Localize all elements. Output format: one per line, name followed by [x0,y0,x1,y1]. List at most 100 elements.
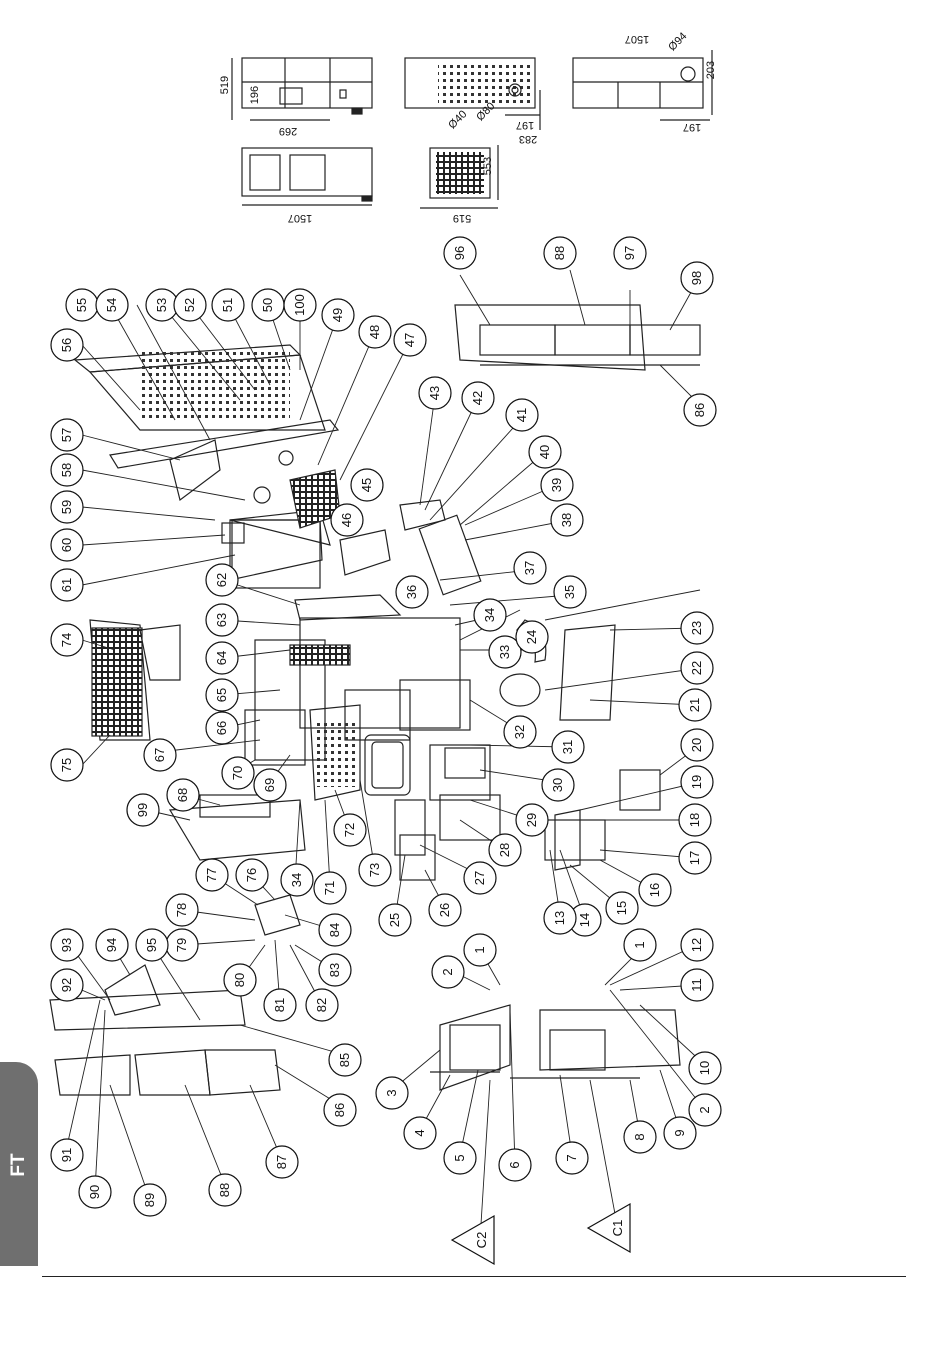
part-callout: 11 [680,968,714,1002]
part-number: 33 [497,645,512,659]
part-number: 86 [692,403,707,417]
part-number: 88 [217,1183,232,1197]
part-number: 90 [87,1185,102,1199]
part-number: 18 [687,813,702,827]
part-number: 7 [564,1154,579,1161]
part-callout: 63 [205,603,239,637]
part-callout: 79 [165,928,199,962]
part-callout: 8 [623,1120,657,1154]
part-callout: 67 [143,738,177,772]
part-callout: 34 [473,598,507,632]
part-number: 87 [274,1155,289,1169]
part-callout: 16 [638,873,672,907]
dimension-label: 519 [219,76,231,94]
part-callout: 30 [541,768,575,802]
part-number: 74 [59,633,74,647]
part-callout: 25 [378,903,412,937]
part-number: 76 [244,868,259,882]
part-callout: 50 [251,288,285,322]
part-callout: 100 [283,288,317,322]
part-callout: 35 [553,575,587,609]
part-callout: 58 [50,453,84,487]
part-number: 70 [230,766,245,780]
part-number: 68 [175,788,190,802]
part-callout: 90 [78,1175,112,1209]
part-callout: 4 [403,1116,437,1150]
part-number: 92 [59,978,74,992]
part-number: 91 [59,1148,74,1162]
part-callout: 1 [463,933,497,967]
part-callout: 9 [663,1116,697,1150]
part-number: 50 [260,298,275,312]
part-callout: 97 [613,236,647,270]
dimension-label: 203 [705,61,717,79]
part-number: 98 [689,271,704,285]
part-number: 21 [687,698,702,712]
part-number: 94 [104,938,119,952]
part-callout: 69 [253,768,287,802]
part-callout: 24 [515,620,549,654]
footer-rule [42,1276,906,1277]
part-number: 59 [59,500,74,514]
part-callout: 54 [95,288,129,322]
part-number: 3 [384,1089,399,1096]
dimension-label: 553 [482,157,494,175]
part-callout: 65 [205,678,239,712]
part-number: 15 [614,901,629,915]
part-number: 31 [560,740,575,754]
part-number: 29 [524,813,539,827]
part-number: 49 [330,308,345,322]
part-number: 13 [552,911,567,925]
part-number: 69 [262,778,277,792]
part-number: 60 [59,538,74,552]
part-number: 55 [74,298,89,312]
part-number: 63 [214,613,229,627]
part-number: 82 [314,998,329,1012]
part-number: 39 [549,478,564,492]
part-number: 34 [482,608,497,622]
part-number: 53 [154,298,169,312]
part-callout: 89 [133,1183,167,1217]
part-number: 25 [387,913,402,927]
part-callout: 34 [280,863,314,897]
part-number: 23 [689,621,704,635]
part-number: 58 [59,463,74,477]
dimension-label: 269 [279,125,297,137]
part-callout: 49 [321,298,355,332]
part-number: 64 [214,651,229,665]
part-number: 93 [59,938,74,952]
svg-text:C2: C2 [474,1232,489,1249]
part-number: 37 [522,561,537,575]
part-callout: 70 [221,756,255,790]
part-callout: 43 [418,376,452,410]
part-callout: 76 [235,858,269,892]
part-number: 12 [689,938,704,952]
part-number: 75 [59,758,74,772]
part-callout: 96 [443,236,477,270]
part-callout: 64 [205,641,239,675]
part-callout: 10 [688,1051,722,1085]
part-callout: 86 [683,393,717,427]
part-callout: 37 [513,551,547,585]
part-number: 45 [359,478,374,492]
part-callout: 80 [223,963,257,997]
part-number: 89 [142,1193,157,1207]
part-callout: 82 [305,988,339,1022]
part-number: 28 [497,843,512,857]
part-number: 86 [332,1103,347,1117]
part-callout: 29 [515,803,549,837]
part-number: 54 [104,298,119,312]
part-number: 43 [427,386,442,400]
part-number: 52 [182,298,197,312]
part-number: 8 [632,1133,647,1140]
part-callout: 56 [50,328,84,362]
part-number: 2 [697,1106,712,1113]
part-callout: 74 [50,623,84,657]
part-number: 2 [440,968,455,975]
part-number: 41 [514,408,529,422]
part-callout: 22 [680,651,714,685]
dimension-label: 283 [519,133,537,145]
svg-text:C1: C1 [610,1220,625,1237]
part-callout: 95 [135,928,169,962]
